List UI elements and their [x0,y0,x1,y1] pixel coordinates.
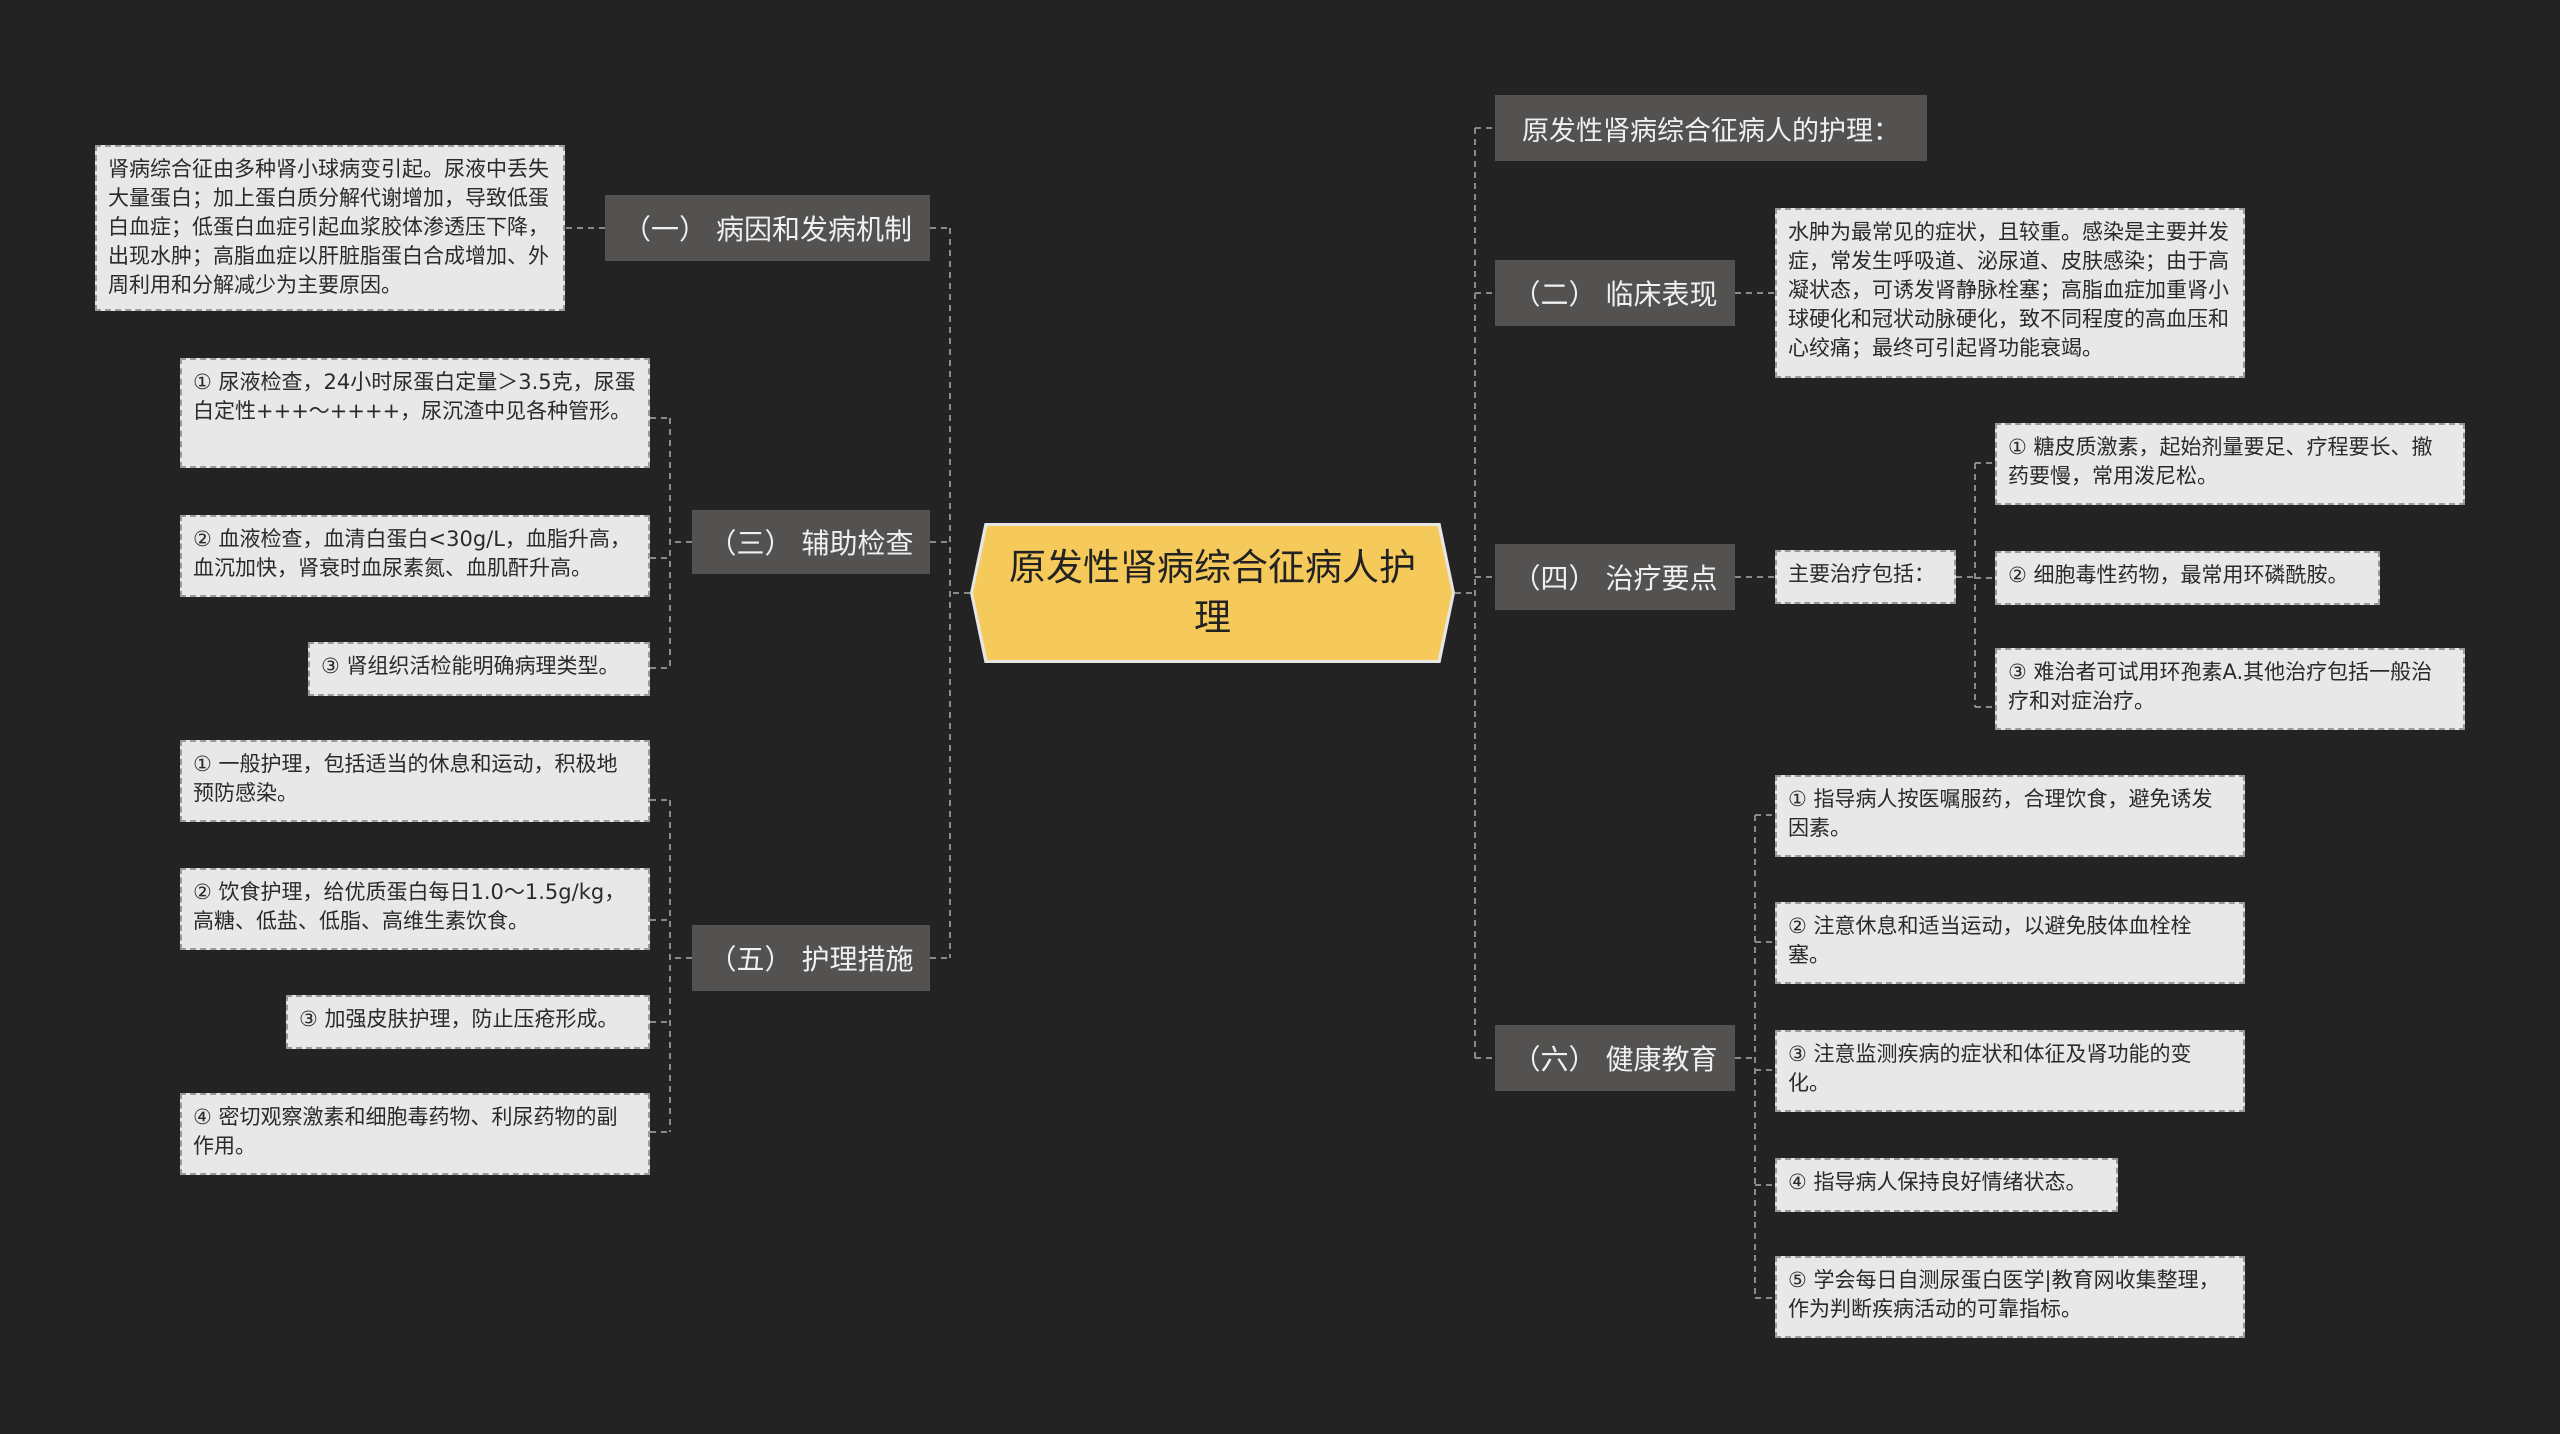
leaf-glucocorticoid: ① 糖皮质激素，起始剂量要足、疗程要长、撤药要慢，常用泼尼松。 [1995,423,2465,505]
leaf-biopsy: ③ 肾组织活检能明确病理类型。 [308,642,650,696]
leaf-education-rest: ② 注意休息和适当运动，以避免肢体血栓栓塞。 [1775,902,2245,984]
branch-clinical-manifestation[interactable]: （二） 临床表现 [1495,260,1735,326]
leaf-education-medication: ① 指导病人按医嘱服药，合理饮食，避免诱发因素。 [1775,775,2245,857]
leaf-urine-test: ① 尿液检查，24小时尿蛋白定量＞3.5克，尿蛋白定性+++～++++，尿沉渣中… [180,358,650,468]
leaf-treatment-includes: 主要治疗包括： [1775,550,1956,604]
central-topic-label: 原发性肾病综合征病人护理 [973,526,1452,660]
leaf-diet-care: ② 饮食护理，给优质蛋白每日1.0～1.5g/kg，高糖、低盐、低脂、高维生素饮… [180,868,650,950]
leaf-general-care: ① 一般护理，包括适当的休息和运动，积极地预防感染。 [180,740,650,822]
leaf-education-self-test: ⑤ 学会每日自测尿蛋白医学|教育网收集整理，作为判断疾病活动的可靠指标。 [1775,1256,2245,1338]
leaf-education-monitor: ③ 注意监测疾病的症状和体征及肾功能的变化。 [1775,1030,2245,1112]
branch-health-education[interactable]: （六） 健康教育 [1495,1025,1735,1091]
leaf-blood-test: ② 血液检查，血清白蛋白<30g/L，血脂升高，血沉加快，肾衰时血尿素氮、血肌酐… [180,515,650,597]
branch-nursing-title[interactable]: 原发性肾病综合征病人的护理： [1495,95,1927,161]
leaf-cyclosporine: ③ 难治者可试用环孢素A.其他治疗包括一般治疗和对症治疗。 [1995,648,2465,730]
leaf-skin-care: ③ 加强皮肤护理，防止压疮形成。 [286,995,650,1049]
leaf-drug-observation: ④ 密切观察激素和细胞毒药物、利尿药物的副作用。 [180,1093,650,1175]
leaf-education-mood: ④ 指导病人保持良好情绪状态。 [1775,1158,2118,1212]
branch-cause-mechanism[interactable]: （一） 病因和发病机制 [605,195,930,261]
central-topic[interactable]: 原发性肾病综合征病人护理 [970,523,1455,663]
branch-nursing-measures[interactable]: （五） 护理措施 [692,925,930,991]
leaf-clinical-description: 水肿为最常见的症状，且较重。感染是主要并发症，常发生呼吸道、泌尿道、皮肤感染；由… [1775,208,2245,378]
branch-treatment-points[interactable]: （四） 治疗要点 [1495,544,1735,610]
branch-auxiliary-exam[interactable]: （三） 辅助检查 [692,510,930,574]
leaf-cytotoxic-drug: ② 细胞毒性药物，最常用环磷酰胺。 [1995,551,2380,605]
leaf-cause-description: 肾病综合征由多种肾小球病变引起。尿液中丢失大量蛋白；加上蛋白质分解代谢增加，导致… [95,145,565,311]
